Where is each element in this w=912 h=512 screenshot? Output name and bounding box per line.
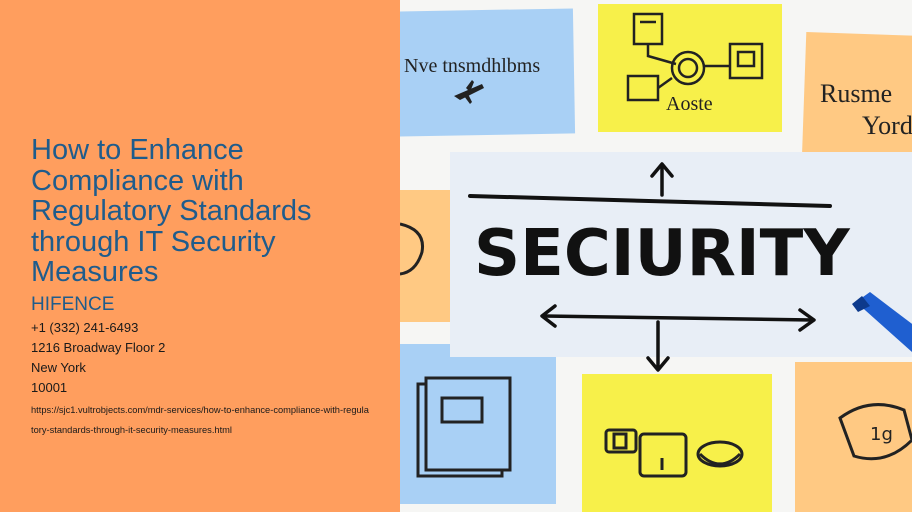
sticky-note-yellow-bottom xyxy=(582,374,772,512)
airplane-icon xyxy=(454,80,484,104)
device-icon xyxy=(604,428,744,478)
city: New York xyxy=(31,360,86,375)
note-top-left-text: Nve tnsmdhlbms xyxy=(404,55,540,77)
page-url[interactable]: https://sjc1.vultrobjects.com/mdr-servic… xyxy=(31,405,369,435)
laptop-icon xyxy=(416,376,512,478)
note-right-text-1: Rusme xyxy=(820,79,892,108)
network-icon xyxy=(626,12,764,102)
sticky-note-orange-bottom xyxy=(795,362,912,512)
wallet-icon: 1g xyxy=(838,403,912,461)
phone-number[interactable]: +1 (332) 241-6493 xyxy=(31,320,139,335)
zip-code: 10001 xyxy=(31,380,68,395)
address-line: 1216 Broadway Floor 2 xyxy=(31,340,166,355)
left-panel: How to Enhance Compliance with Regulator… xyxy=(0,0,400,512)
security-word: SECIURITY xyxy=(474,217,850,291)
note-top-middle-text: Aoste xyxy=(666,93,713,115)
svg-text:1g: 1g xyxy=(870,424,893,445)
sticky-note-yellow-top xyxy=(598,4,782,132)
sticky-note-orange-left xyxy=(400,190,452,322)
hero-illustration: SECIURITY Nve tnsmdhlbms xyxy=(400,0,912,512)
security-board xyxy=(450,152,912,357)
company-name: HIFENCE xyxy=(31,294,115,315)
hero-image: SECIURITY Nve tnsmdhlbms xyxy=(400,0,912,512)
note-right-text-2: Yord xyxy=(862,111,912,140)
page-title: How to Enhance Compliance with Regulator… xyxy=(31,134,312,288)
arrow-icon xyxy=(540,162,816,372)
sticky-note-blue-top xyxy=(400,8,576,137)
sticky-note-orange-right xyxy=(801,31,912,167)
marker-icon xyxy=(852,292,912,352)
